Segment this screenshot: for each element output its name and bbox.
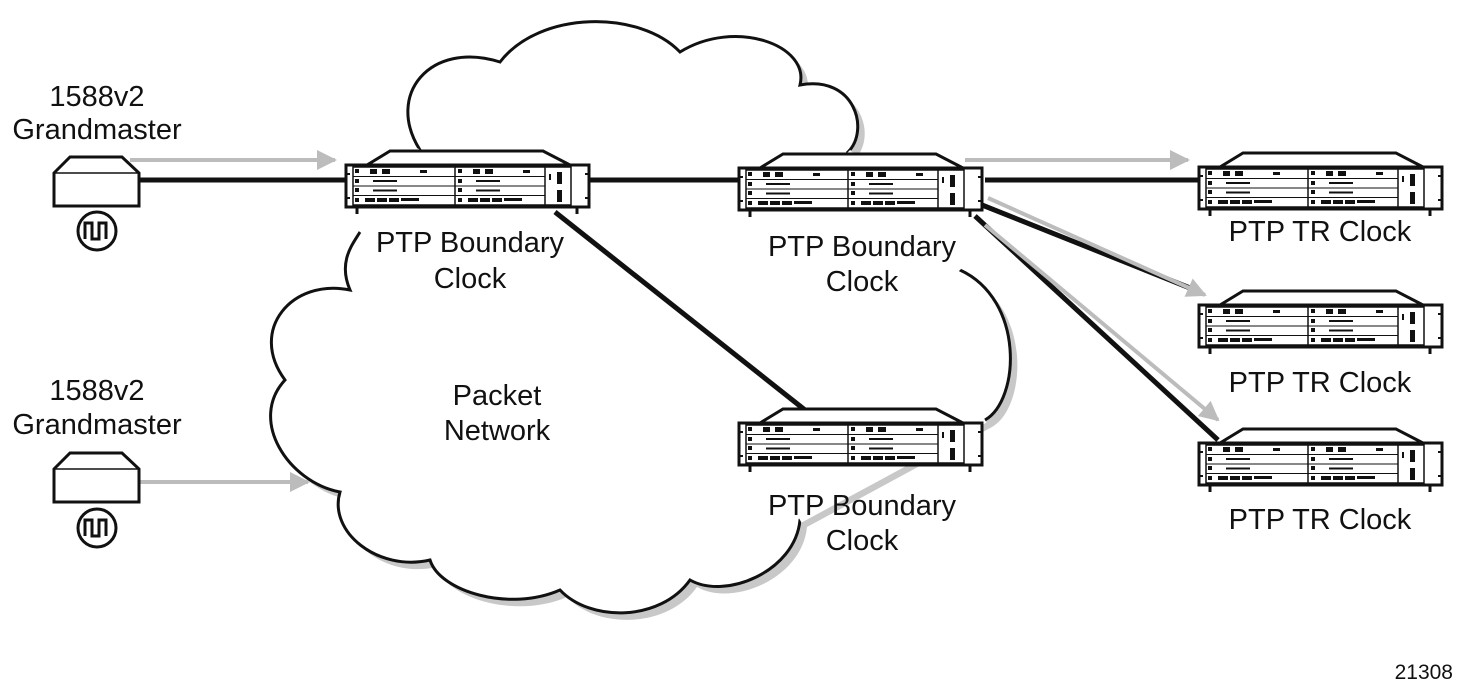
grandmaster-label: Grandmaster bbox=[12, 114, 182, 146]
timing-arrow bbox=[987, 196, 1207, 297]
boundary-clock-label: PTP Boundary bbox=[768, 490, 957, 522]
cloud-label: Packet bbox=[453, 380, 542, 412]
cloud-label: Network bbox=[444, 415, 551, 447]
boundary-clock-router-icon bbox=[737, 407, 984, 474]
figure-id: 21308 bbox=[1395, 661, 1453, 684]
tr-clock-router-icon bbox=[1197, 289, 1444, 356]
boundary-clock-router-icon bbox=[344, 149, 591, 216]
timing-arrow bbox=[983, 223, 1220, 422]
boundary-clock-router-icon bbox=[737, 152, 984, 219]
grandmaster-label: 1588v2 bbox=[49, 375, 144, 407]
clock-signal-icon bbox=[78, 212, 116, 250]
tr-clock-label: PTP TR Clock bbox=[1229, 367, 1412, 399]
grandmaster-device-icon bbox=[52, 155, 141, 208]
tr-clock-router-icon bbox=[1197, 151, 1444, 218]
packet-network-cloud bbox=[269, 20, 1018, 620]
tr-clock-label: PTP TR Clock bbox=[1229, 216, 1412, 248]
tr-clock-router-icon bbox=[1197, 427, 1444, 494]
tr-clock-label: PTP TR Clock bbox=[1229, 504, 1412, 536]
timing-arrows bbox=[130, 150, 1220, 492]
link-bc2-tr3 bbox=[973, 214, 1220, 442]
grandmaster-label: Grandmaster bbox=[12, 409, 182, 441]
clock-signal-icon bbox=[78, 509, 116, 547]
boundary-clock-label: Clock bbox=[826, 525, 899, 557]
boundary-clock-label: Clock bbox=[434, 263, 507, 295]
boundary-clock-label: PTP Boundary bbox=[376, 227, 565, 259]
boundary-clock-label: PTP Boundary bbox=[768, 231, 957, 263]
link-bc1-bc3 bbox=[553, 210, 807, 412]
boundary-clock-label: Clock bbox=[826, 266, 899, 298]
grandmaster-device-icon bbox=[52, 451, 141, 504]
links bbox=[140, 177, 1220, 442]
grandmaster-label: 1588v2 bbox=[49, 81, 144, 113]
